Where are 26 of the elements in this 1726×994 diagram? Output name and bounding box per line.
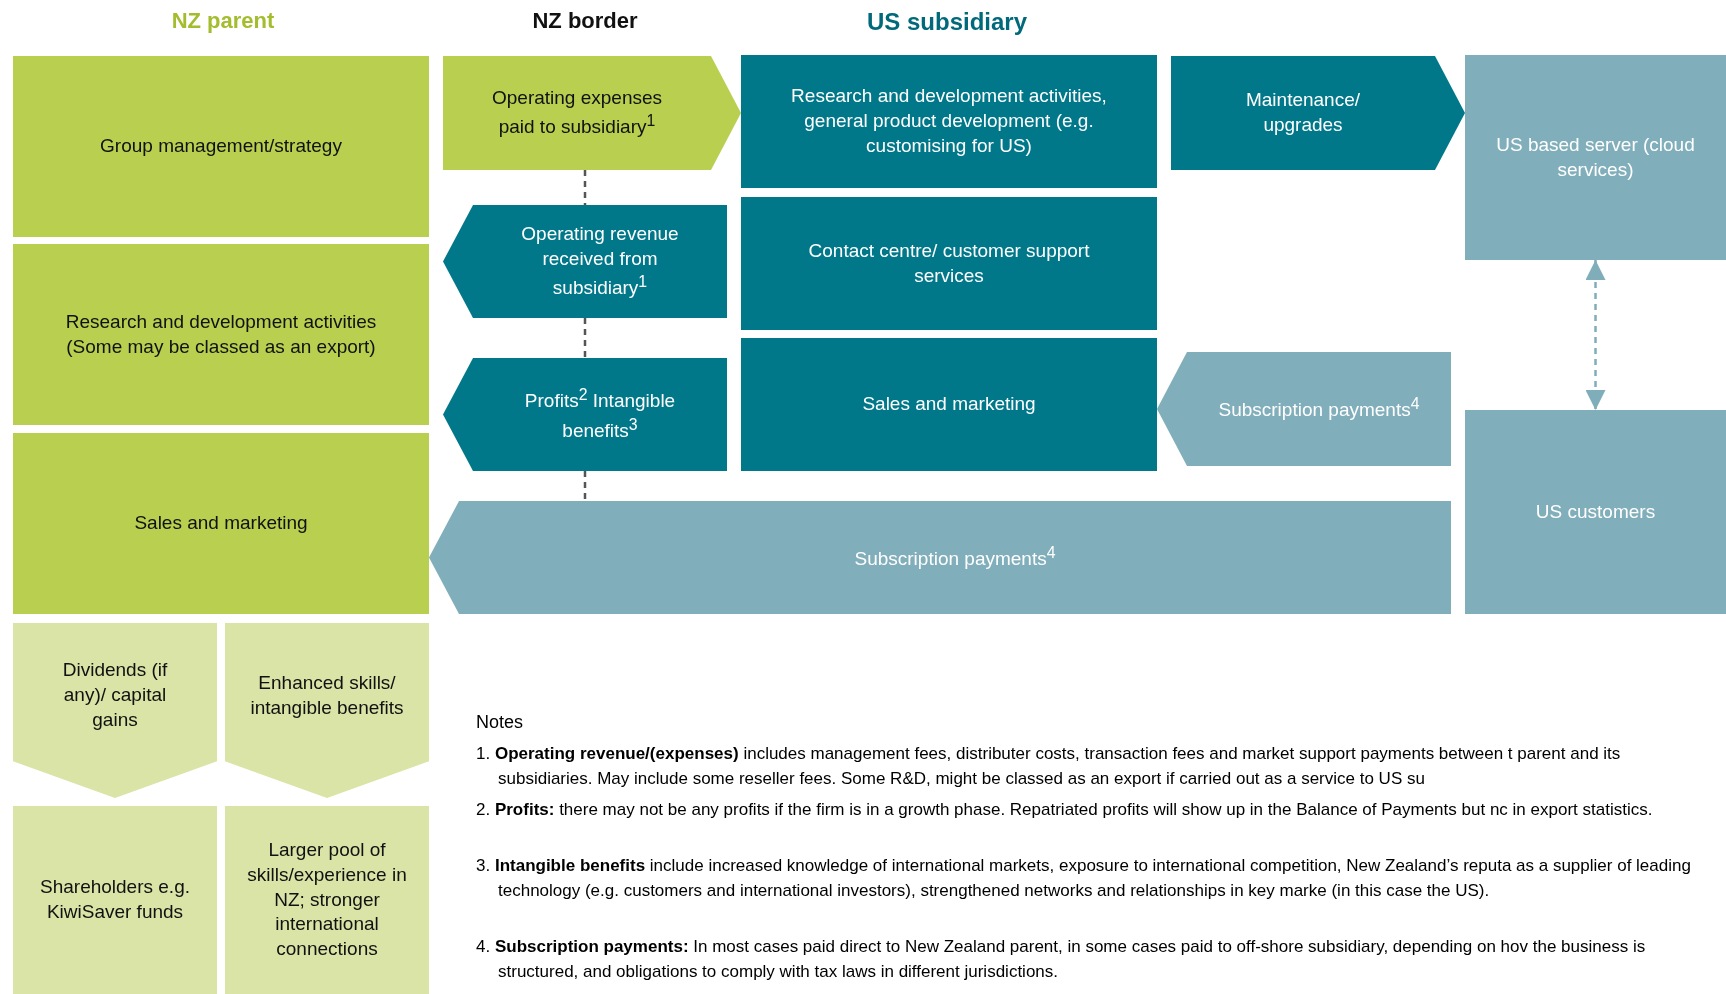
process-box: Group management/strategy: [13, 56, 429, 237]
process-box: Sales and marketing: [13, 433, 429, 614]
process-box: US customers: [1465, 410, 1726, 614]
down-arrow-box: Enhanced skills/ intangible benefits: [225, 623, 429, 798]
left-chevron: Profits$^{2}$ Intangible benefits$^{3}$: [443, 358, 727, 471]
footnote: 3. Intangible benefits include increased knowledge of international markets, exposure to international competition, New Zealand’s reputa as a supplier of leading technology (e.g. customers and international investors), strengthened networks and relationships in key marke (in this case the US).: [476, 855, 1692, 902]
column-heading: NZ parent: [170, 8, 276, 34]
dashed-arrow: [1585, 260, 1606, 410]
process-box: Research and development activities (Some may be classed as an export): [13, 244, 429, 425]
left-chevron: Operating revenue received from subsidiary$^{1}$: [443, 205, 727, 318]
dashed-connector: [583, 170, 587, 205]
process-box: US based server (cloud services): [1465, 55, 1726, 260]
down-arrow-box: Dividends (if any)/ capital gains: [13, 623, 217, 798]
process-box: Larger pool of skills/experience in NZ; stronger international connections: [225, 806, 429, 994]
footnote: 1. Operating revenue/(expenses) includes management fees, distributer costs, transaction fees and market support payments between t parent and its subsidiaries. May include some reseller fees. Some R&D, might be classed as an export if carried out as a service to US su: [476, 743, 1622, 790]
column-heading: NZ border: [531, 8, 639, 34]
dashed-connector: [583, 318, 587, 358]
column-heading: US subsidiary: [865, 8, 1029, 36]
footnote: 2. Profits: there may not be any profits if the firm is in a growth phase. Repatriated profits will show up in the Balance of Payments but nc in export statistics.: [476, 799, 1654, 821]
process-box: Research and development activities, general product development (e.g. customising for US): [741, 55, 1157, 188]
process-box: Shareholders e.g. KiwiSaver funds: [13, 806, 217, 994]
footnote: 4. Subscription payments: In most cases paid direct to New Zealand parent, in some cases paid to off-shore subsidiary, depending on hov the business is structured, and obligations to comply with tax laws in different jurisdictions.: [476, 936, 1647, 983]
process-box: Sales and marketing: [741, 338, 1157, 471]
notes-heading: Notes: [476, 712, 524, 733]
process-box: Contact centre/ customer support services: [741, 197, 1157, 330]
dashed-connector: [583, 471, 587, 501]
